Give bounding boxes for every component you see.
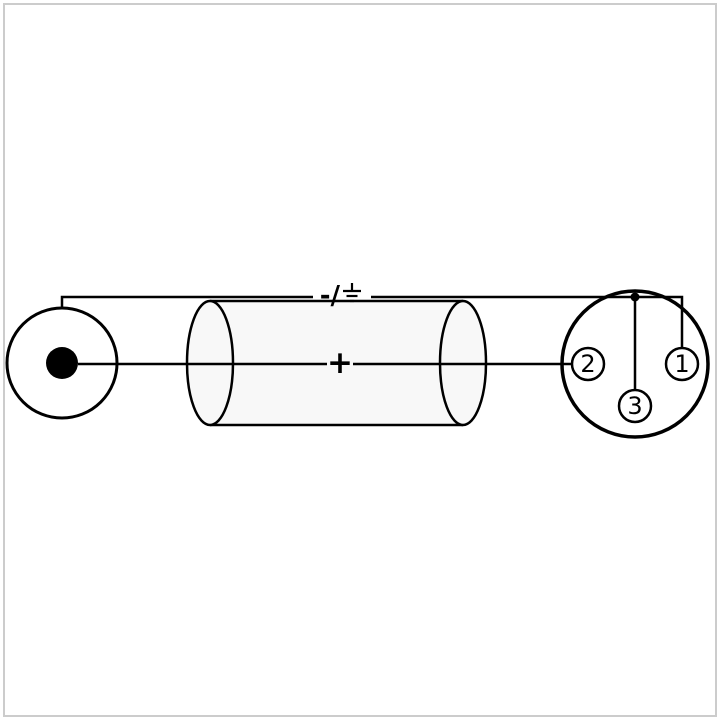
xlr-pin-3-label: 3 [627, 392, 642, 420]
xlr-pin-2-circle [570, 346, 606, 382]
shield-wire-label: -/ [320, 281, 341, 311]
earth-ground-icon [343, 283, 361, 303]
shield-wire [60, 292, 684, 391]
xlr-pin-1-circle [664, 346, 700, 382]
shield-wire-left-segment [60, 295, 313, 308]
diagram-lines-group [5, 283, 710, 439]
xlr-pin-3-circle [617, 388, 653, 424]
xlr-pin-2-label: 2 [580, 350, 595, 378]
page-border [3, 3, 717, 717]
rca-center-pin [46, 347, 78, 379]
wire-junction-dot [630, 292, 640, 302]
xlr-pins [570, 346, 700, 424]
hot-wire-label: + [327, 345, 353, 381]
xlr-pin-1-label: 1 [674, 350, 689, 378]
shield-wire-right-segment [371, 295, 684, 348]
